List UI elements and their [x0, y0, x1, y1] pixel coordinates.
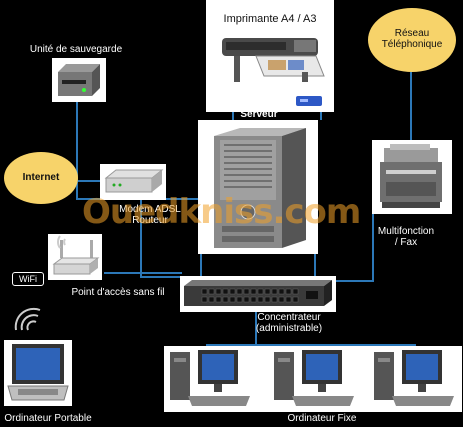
desktop-computer-icon-2 — [274, 350, 354, 406]
wire-internet-modem — [76, 180, 102, 182]
wire-modem-hub — [140, 200, 142, 276]
wire-ap-hub — [104, 272, 182, 274]
wire-mfp-hub-h — [334, 280, 374, 282]
large-format-printer-icon — [222, 38, 325, 82]
wire-hub-desktops — [255, 312, 257, 346]
print-server-icon — [296, 96, 322, 106]
desktop-computer-icon — [170, 350, 250, 406]
multifunction-printer-icon — [380, 144, 442, 208]
tape-drive-icon — [58, 64, 100, 96]
ap-label: Point d'accès sans fil — [71, 287, 165, 298]
wire-phone-vertical — [410, 72, 412, 142]
wire-printserver-server — [320, 108, 322, 120]
printer-label: Imprimante A4 / A3 — [223, 13, 317, 25]
wire-storage-vertical — [76, 100, 78, 200]
mfp-label: Multifonction / Fax — [377, 226, 435, 248]
laptop-icon — [7, 344, 69, 401]
hub-label: Concentrateur (administrable) — [255, 312, 323, 334]
wifi-signal-icon — [57, 235, 66, 249]
phone-network-cloud — [368, 8, 456, 72]
desktops-label: Ordinateur Fixe — [287, 413, 357, 424]
modem-label: Modem ADSL Routeur — [119, 204, 181, 226]
network-switch-icon — [184, 280, 332, 306]
tower-server-icon — [214, 128, 306, 248]
wifi-badge-text: WiFi — [19, 274, 37, 284]
wire-desktops-bus — [206, 344, 416, 346]
server-label: Serveur — [240, 109, 278, 120]
wifi-badge: WiFi — [12, 272, 44, 286]
internet-cloud — [4, 152, 78, 204]
phone-network-label: Réseau Téléphonique — [381, 28, 443, 50]
wire-modem-hub-h — [140, 276, 182, 278]
storage-label: Unité de sauvegarde — [29, 44, 123, 55]
laptop-label: Ordinateur Portable — [4, 413, 92, 424]
internet-label: Internet — [22, 172, 60, 183]
laptop-wifi-signal-icon — [14, 307, 41, 331]
adsl-modem-icon — [104, 169, 164, 193]
wireless-access-point-icon — [52, 240, 100, 275]
watermark: Ouedkniss.com — [82, 192, 361, 232]
wire-mfp-hub-v — [372, 210, 374, 280]
desktop-computer-icon-3 — [374, 350, 454, 406]
